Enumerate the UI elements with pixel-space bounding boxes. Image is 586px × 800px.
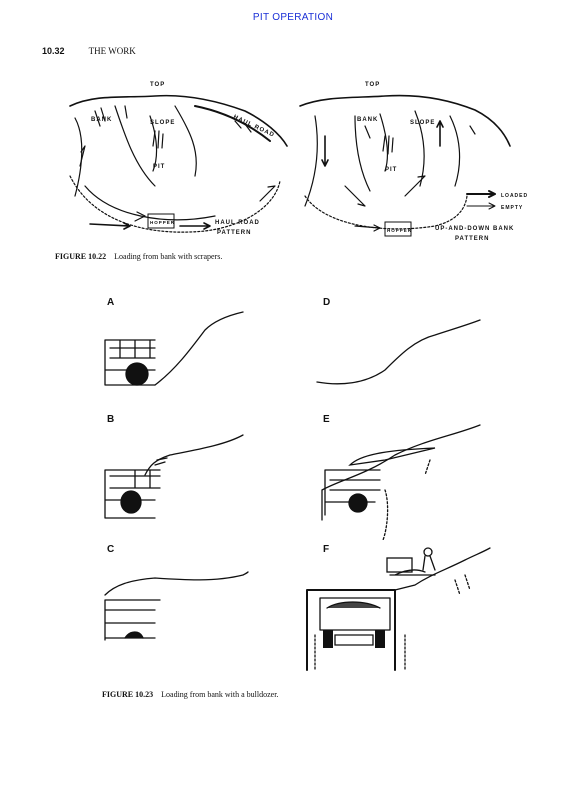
figure-10-23-number: FIGURE 10.23 bbox=[102, 690, 154, 699]
left-top-label: TOP bbox=[150, 82, 165, 88]
section-number: 10.32 bbox=[42, 46, 65, 56]
left-pattern-line1: HAUL ROAD bbox=[215, 220, 260, 226]
left-pit-label: PIT bbox=[153, 164, 165, 170]
panel-f-label: F bbox=[323, 544, 329, 555]
right-top-label: TOP bbox=[365, 82, 380, 88]
right-bank-label: BANK bbox=[357, 117, 378, 123]
legend-empty-label: EMPTY bbox=[501, 205, 523, 211]
right-pit-label: PIT bbox=[385, 167, 397, 173]
figure-10-22-number: FIGURE 10.22 bbox=[55, 252, 107, 261]
legend-loaded-label: LOADED bbox=[501, 193, 528, 199]
left-pattern-line2: PATTERN bbox=[217, 230, 251, 236]
left-hopper-label: HOPPER bbox=[150, 220, 175, 225]
left-slope-label: SLOPE bbox=[150, 120, 175, 126]
figure-10-22-caption: FIGURE 10.22 Loading from bank with scrap… bbox=[55, 252, 222, 261]
left-bank-label: BANK bbox=[91, 117, 112, 123]
right-hopper-label: HOPPER bbox=[387, 228, 412, 233]
figure-10-23-text: Loading from bank with a bulldozer. bbox=[161, 690, 279, 699]
figure-10-22-illustration: TOP BANK SLOPE HAUL ROAD PIT HOPPER HAUL… bbox=[69, 82, 528, 242]
panel-c-label: C bbox=[107, 544, 114, 555]
figure-10-23-caption: FIGURE 10.23 Loading from bank with a bul… bbox=[102, 690, 278, 699]
right-pattern-line2: PATTERN bbox=[455, 236, 489, 242]
figure-10-22-text: Loading from bank with scrapers. bbox=[114, 252, 223, 261]
panel-e-label: E bbox=[323, 414, 330, 425]
right-slope-label: SLOPE bbox=[410, 120, 435, 126]
section-heading: 10.32 THE WORK bbox=[42, 46, 136, 56]
panel-b-label: B bbox=[107, 414, 114, 425]
figure-10-23-illustration: A D B E C F bbox=[104, 297, 491, 671]
right-pattern-line1: UP-AND-DOWN BANK bbox=[435, 226, 514, 232]
panel-a-label: A bbox=[107, 297, 114, 308]
section-title: THE WORK bbox=[88, 46, 136, 56]
running-head: PIT OPERATION bbox=[252, 12, 334, 23]
panel-d-label: D bbox=[323, 297, 330, 308]
